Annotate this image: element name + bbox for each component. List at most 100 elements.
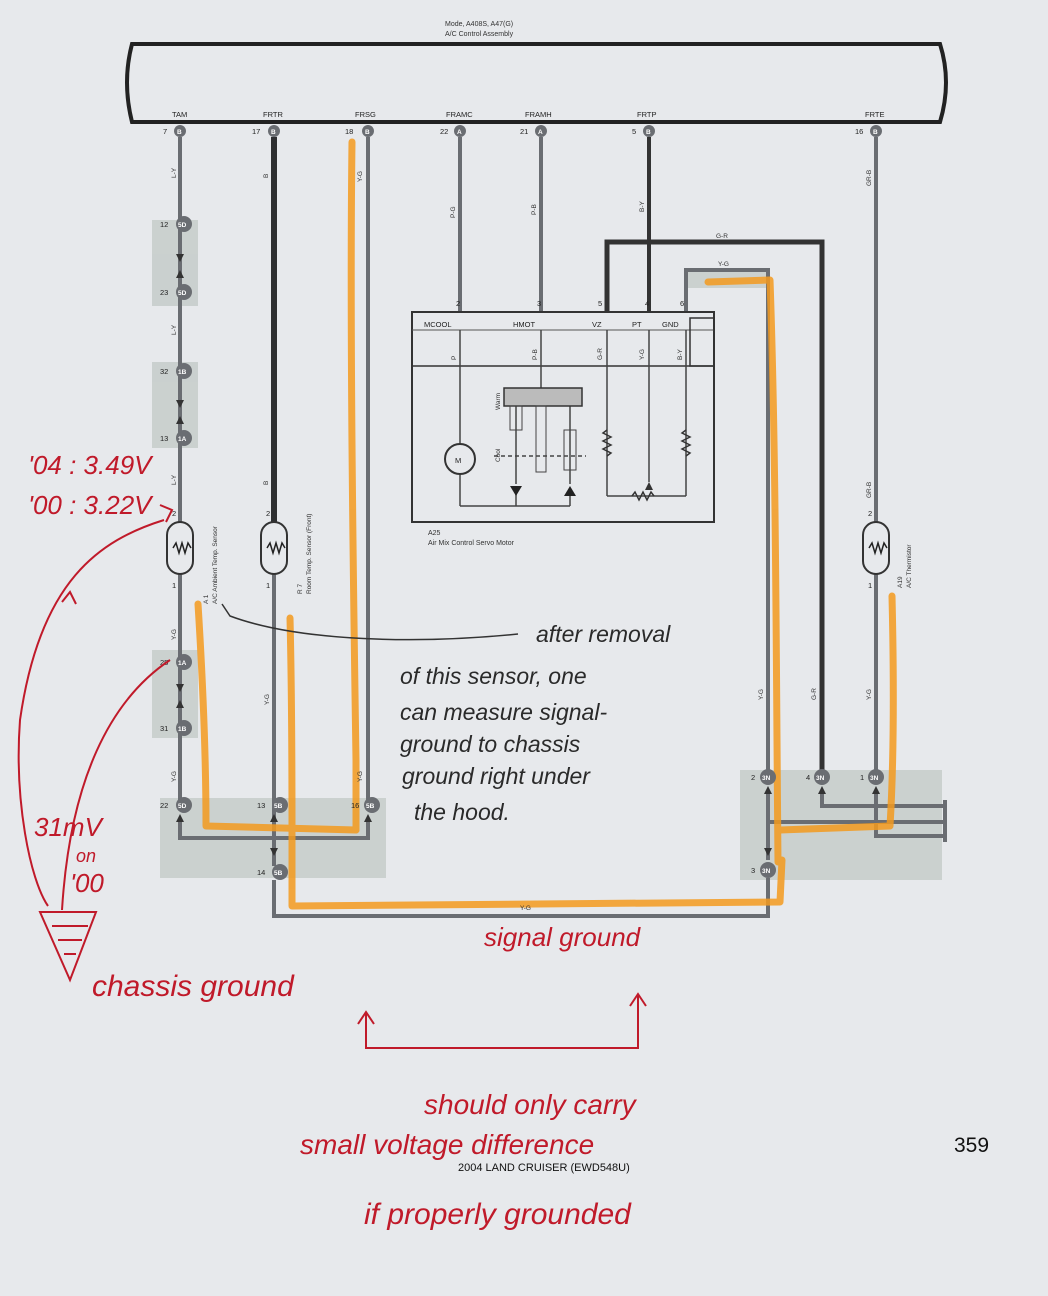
pin-letter: A xyxy=(538,129,543,136)
terminal-framh: FRAMH xyxy=(525,110,552,119)
wire-color-code: GR-B xyxy=(866,170,873,186)
pin-number: 17 xyxy=(252,127,260,136)
terminal-frtp: FRTP xyxy=(637,110,656,119)
damper-bar xyxy=(503,387,583,407)
connector-code: 5B xyxy=(274,803,283,810)
note-line5: ground right under xyxy=(402,763,591,789)
connector-code: 5B xyxy=(366,803,375,810)
connector-pin: 25 xyxy=(160,658,168,667)
connector-pin: 3 xyxy=(751,866,755,875)
terminal-frtr: FRTR xyxy=(263,110,283,119)
note-line4: ground to chassis xyxy=(400,731,581,757)
connector-pin: 31 xyxy=(160,724,168,733)
connector-code: 5D xyxy=(178,803,187,810)
connector-pin: 22 xyxy=(160,801,168,810)
sensor-pin: 2 xyxy=(868,509,872,518)
connector-pin: 14 xyxy=(257,868,265,877)
black-annotations: after removal of this sensor, one can me… xyxy=(400,621,671,825)
cool-label: Cool xyxy=(495,448,502,462)
motor-pin: 5 xyxy=(598,299,602,308)
motor-pin: 4 xyxy=(645,299,649,308)
wire-color-code: P-B xyxy=(531,204,538,215)
connector-pin: 23 xyxy=(160,288,168,297)
terminal-labels: TAM FRTR FRSG FRAMC FRAMH FRTP FRTE 7 17… xyxy=(163,110,884,136)
wire-color-code: G-R xyxy=(716,233,728,240)
connector-code: 1B xyxy=(178,726,187,733)
connector-code: 5D xyxy=(178,290,187,297)
millivolt-note: 31mV xyxy=(34,812,105,842)
motor-wire-code: P-B xyxy=(532,349,539,360)
wire-color-code: Y-G xyxy=(264,694,271,705)
millivolt-note-on: on xyxy=(76,846,96,866)
sensor-description: A/C Thermistor xyxy=(906,544,913,588)
motor-terminal-label: GND xyxy=(662,320,679,329)
sensor-code: R 7 xyxy=(297,584,304,595)
connector-code: 1A xyxy=(178,436,187,443)
motor-pin: 3 xyxy=(537,299,541,308)
motor-m-label: M xyxy=(455,456,461,465)
terminal-pin-letters: B B B A A B B xyxy=(177,129,878,136)
wire-color-code: Y-G xyxy=(520,905,531,912)
wire-color-code: B-Y xyxy=(639,201,646,213)
sensor-description: Room Temp. Sensor (Front) xyxy=(306,514,313,594)
pin-letter: A xyxy=(457,129,462,136)
voltage-00-note: '00 : 3.22V xyxy=(28,490,154,520)
pin-number: 18 xyxy=(345,127,353,136)
inline-connectors: 5D 5D 1B 1A 1A 1B 5D 5B 5B 5B 3N 3N 3N 3… xyxy=(160,216,884,880)
footer-title: 2004 LAND CRUISER (EWD548U) xyxy=(458,1162,630,1174)
signal-ground-note: signal ground xyxy=(484,922,642,952)
connector-code: 1B xyxy=(178,369,187,376)
connector-code: 1A xyxy=(178,660,187,667)
note-pointer-line xyxy=(221,603,519,641)
pin-letter: B xyxy=(365,129,370,136)
pin-letter: B xyxy=(646,129,651,136)
wire-color-code: Y-G xyxy=(718,261,729,268)
page-number: 359 xyxy=(954,1134,990,1157)
pin-number: 22 xyxy=(440,127,448,136)
note-line2: of this sensor, one xyxy=(400,663,587,689)
motor-terminal-label: PT xyxy=(632,320,642,329)
terminal-frsg: FRSG xyxy=(355,110,376,119)
connector-code: 3N xyxy=(762,775,771,782)
wire-color-code: B xyxy=(263,481,270,485)
connector-code: 5D xyxy=(178,222,187,229)
connector-code: 5B xyxy=(274,870,283,877)
wire-color-code: Y-G xyxy=(866,689,873,700)
pin-number: 5 xyxy=(632,127,636,136)
motor-terminal-label: VZ xyxy=(592,320,602,329)
sensor-pin: 2 xyxy=(172,509,176,518)
warm-label: Warm xyxy=(495,393,502,410)
motor-wire-code: P xyxy=(451,356,458,360)
connector-pin: 1 xyxy=(860,773,864,782)
pin-number: 21 xyxy=(520,127,528,136)
sensor-pin: 1 xyxy=(868,581,872,590)
motor-wire-code: B-Y xyxy=(677,349,684,361)
motor-title: Air Mix Control Servo Motor xyxy=(428,540,515,547)
wire-color-code: Y-G xyxy=(357,771,364,782)
assembly-header-line1: Mode, A408S, A47(G) xyxy=(445,21,513,28)
servo-motor-block: 2 3 5 4 6 MCOOL HMOT VZ PT GND P P-B G-R… xyxy=(411,299,715,547)
pin-letter: B xyxy=(873,129,878,136)
wire-color-code: Y-G xyxy=(758,689,765,700)
wire-color-code: Y-G xyxy=(171,771,178,782)
terminal-framc: FRAMC xyxy=(446,110,473,119)
wire-color-code: L-Y xyxy=(171,474,178,485)
motor-terminal-label: HMOT xyxy=(513,320,535,329)
wire-color-code: Y-G xyxy=(171,629,178,640)
pin-number: 16 xyxy=(855,127,863,136)
motor-terminal-label: MCOOL xyxy=(424,320,452,329)
note-line1: after removal xyxy=(536,621,671,647)
motor-wire-code: G-R xyxy=(597,348,604,360)
connector-pin: 13 xyxy=(257,801,265,810)
explanation-line1: should only carry xyxy=(424,1089,638,1120)
wire-color-code: Y-G xyxy=(357,171,364,182)
sensors: 2 1 2 1 2 1 A 1 A/C Ambient Temp. Sensor… xyxy=(166,509,913,604)
chassis-ground-note: chassis ground xyxy=(92,970,295,1003)
terminal-tam: TAM xyxy=(172,110,187,119)
control-assembly-box xyxy=(125,42,948,124)
wire-color-code: B xyxy=(263,174,270,178)
motor-pin: 2 xyxy=(456,299,460,308)
note-line6: the hood. xyxy=(414,799,510,825)
